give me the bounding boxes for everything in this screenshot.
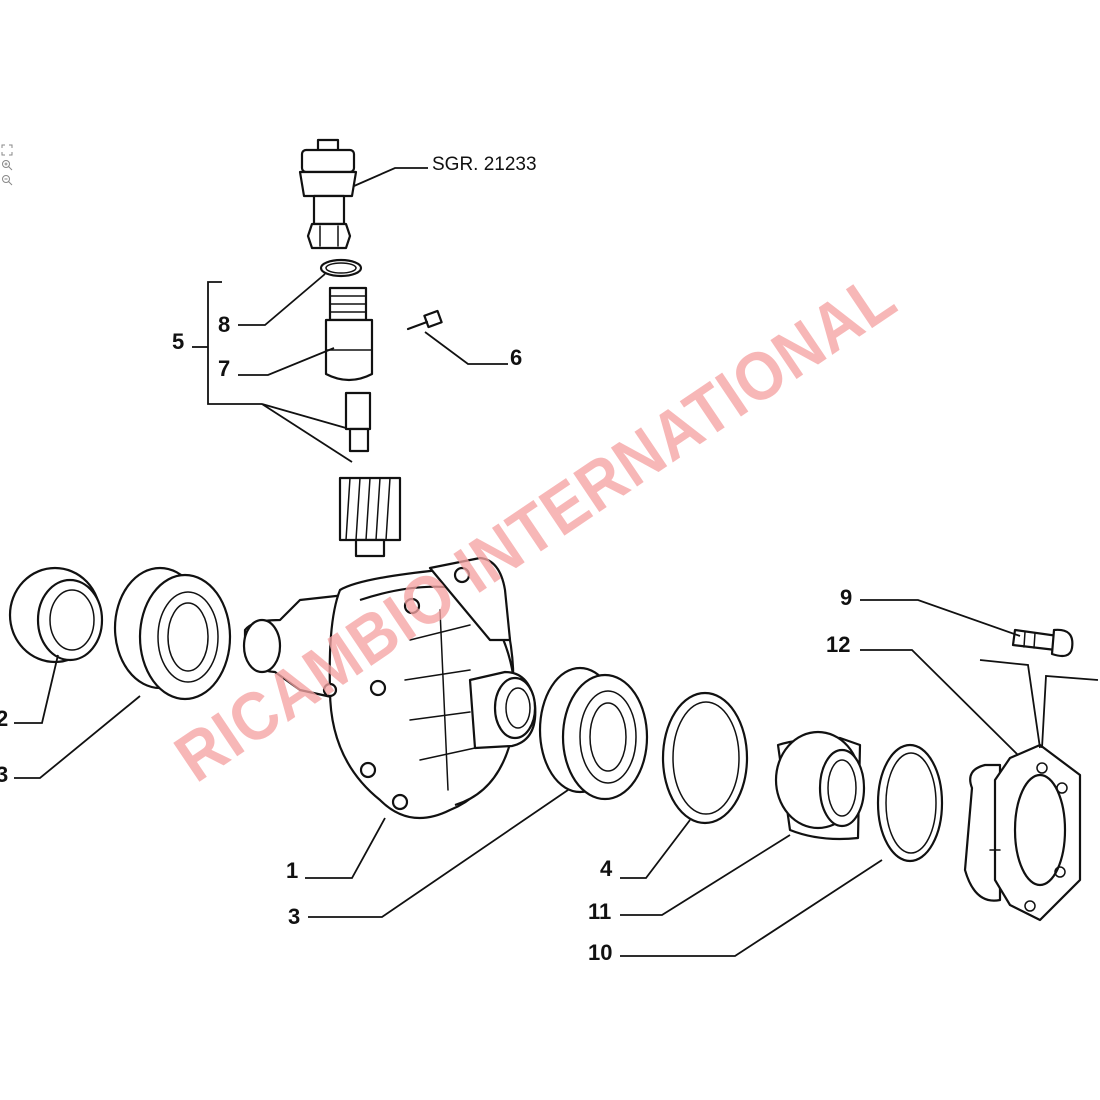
fit-icon[interactable] (1, 144, 13, 156)
callout-4: 4 (600, 856, 613, 881)
zoom-in-icon[interactable] (1, 159, 13, 171)
group-bracket (207, 281, 262, 405)
callout-6: 6 (510, 345, 522, 370)
pinion-shaft (338, 391, 402, 558)
reference-leader (353, 167, 428, 187)
seal-ring-2 (8, 566, 104, 664)
viewer-tools (1, 144, 15, 189)
callout-10: 10 (588, 940, 612, 965)
callout-2: 2 (0, 706, 8, 731)
zoom-out-icon[interactable] (1, 174, 13, 186)
bearing-left (113, 566, 232, 701)
callout-11: 11 (588, 899, 611, 924)
pinion-sleeve (324, 286, 374, 382)
bearing-right (538, 666, 649, 801)
differential-housing (242, 556, 537, 820)
speedo-sensor (298, 138, 358, 250)
callout-5: 5 (172, 329, 184, 354)
callout-3: 3 (288, 904, 300, 929)
shim-ring (661, 691, 749, 825)
reference-label: SGR. 21233 (432, 154, 537, 175)
callout-1: 1 (286, 858, 298, 883)
flange-cover (963, 743, 1082, 922)
callout-8: 8 (218, 312, 230, 337)
screw (406, 309, 443, 331)
callout-9: 9 (840, 585, 852, 610)
callout-7: 7 (218, 356, 230, 381)
flange-bolt (1011, 628, 1074, 658)
gasket (876, 743, 944, 863)
oil-seal (774, 730, 866, 841)
callout-12: 12 (826, 632, 850, 657)
callout-3-left: 3 (0, 762, 8, 787)
